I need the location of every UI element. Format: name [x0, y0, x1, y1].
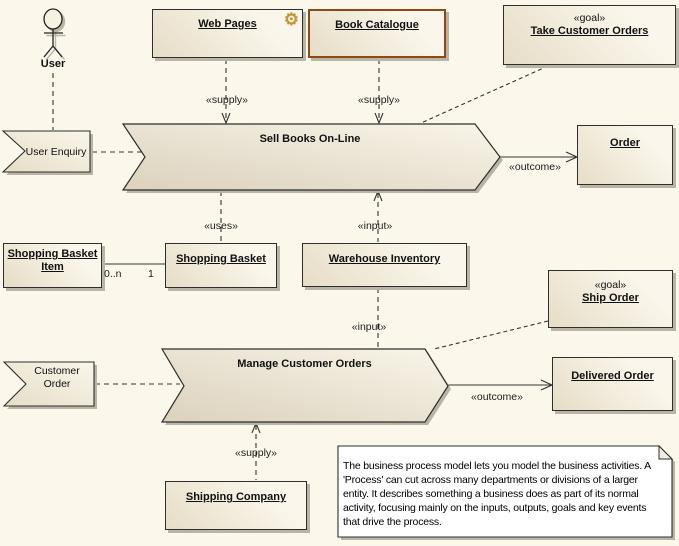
node-web-pages[interactable]: Web Pages ⚙	[152, 9, 303, 58]
event-customer-order[interactable]	[2, 361, 97, 409]
connector-input-warehouse-sell[interactable]	[373, 189, 383, 242]
actor-user[interactable]	[43, 8, 66, 60]
event-user-enquiry[interactable]	[1, 130, 93, 175]
node-book-catalogue-label: Book Catalogue	[335, 19, 419, 31]
gear-icon: ⚙	[283, 10, 299, 29]
label-multiplicity-1: 1	[148, 268, 154, 280]
label-uses: «uses»	[204, 220, 238, 232]
node-book-catalogue[interactable]: Book Catalogue	[308, 9, 446, 58]
label-multiplicity-0n: 0..n	[104, 268, 122, 280]
process-manage-customer-orders[interactable]	[160, 348, 451, 425]
process-manage-orders-label: Manage Customer Orders	[237, 358, 372, 370]
note-fold-corner	[658, 444, 674, 460]
node-shopping-basket-item-label: Shopping Basket Item	[7, 248, 98, 273]
node-delivered-order-label: Delivered Order	[571, 370, 654, 382]
label-input-sell: «input»	[357, 220, 393, 232]
label-outcome-delivered: «outcome»	[471, 391, 523, 403]
node-shipping-company-label: Shipping Company	[185, 491, 287, 503]
node-delivered-order[interactable]: Delivered Order	[552, 357, 673, 411]
node-ship-order[interactable]: «goal» Ship Order	[548, 270, 673, 328]
node-warehouse-inventory[interactable]: Warehouse Inventory	[302, 243, 467, 287]
process-sell-books-label: Sell Books On-Line	[259, 133, 361, 145]
note-business-process[interactable]	[337, 444, 675, 540]
node-order[interactable]: Order	[577, 125, 673, 185]
process-sell-books-online[interactable]	[121, 123, 503, 193]
node-take-customer-orders[interactable]: «goal» Take Customer Orders	[503, 5, 676, 65]
connector-goal-ship-order[interactable]	[433, 320, 549, 350]
label-supply-web: «supply»	[205, 94, 249, 106]
connectors-group	[52, 59, 579, 480]
node-web-pages-label: Web Pages	[198, 18, 257, 30]
node-order-label: Order	[610, 137, 640, 149]
node-take-customer-orders-stereotype: «goal»	[573, 12, 606, 24]
connector-supply-web-pages[interactable]	[221, 59, 231, 125]
node-shopping-basket-item[interactable]: Shopping Basket Item	[3, 243, 102, 288]
connector-goal-take-orders[interactable]	[420, 65, 549, 124]
node-shopping-basket[interactable]: Shopping Basket	[165, 243, 277, 288]
node-ship-order-label: Ship Order	[582, 292, 639, 304]
actor-user-label: User	[40, 58, 66, 70]
node-shopping-basket-label: Shopping Basket	[176, 253, 266, 265]
event-user-enquiry-label: User Enquiry	[25, 146, 87, 158]
node-shipping-company[interactable]: Shipping Company	[165, 481, 307, 530]
label-input-manage: «input»	[351, 321, 387, 333]
connector-outcome-delivered[interactable]	[448, 379, 554, 391]
connector-supply-book-catalogue[interactable]	[374, 59, 384, 125]
label-supply-shipping: «supply»	[234, 447, 278, 459]
node-ship-order-stereotype: «goal»	[594, 279, 627, 291]
label-supply-catalogue: «supply»	[357, 94, 401, 106]
node-take-customer-orders-label: Take Customer Orders	[530, 25, 649, 37]
event-customer-order-label: Customer Order	[34, 365, 80, 390]
node-warehouse-inventory-label: Warehouse Inventory	[328, 253, 441, 265]
label-outcome-order: «outcome»	[509, 161, 561, 173]
note-text: The business process model lets you mode…	[343, 460, 651, 528]
